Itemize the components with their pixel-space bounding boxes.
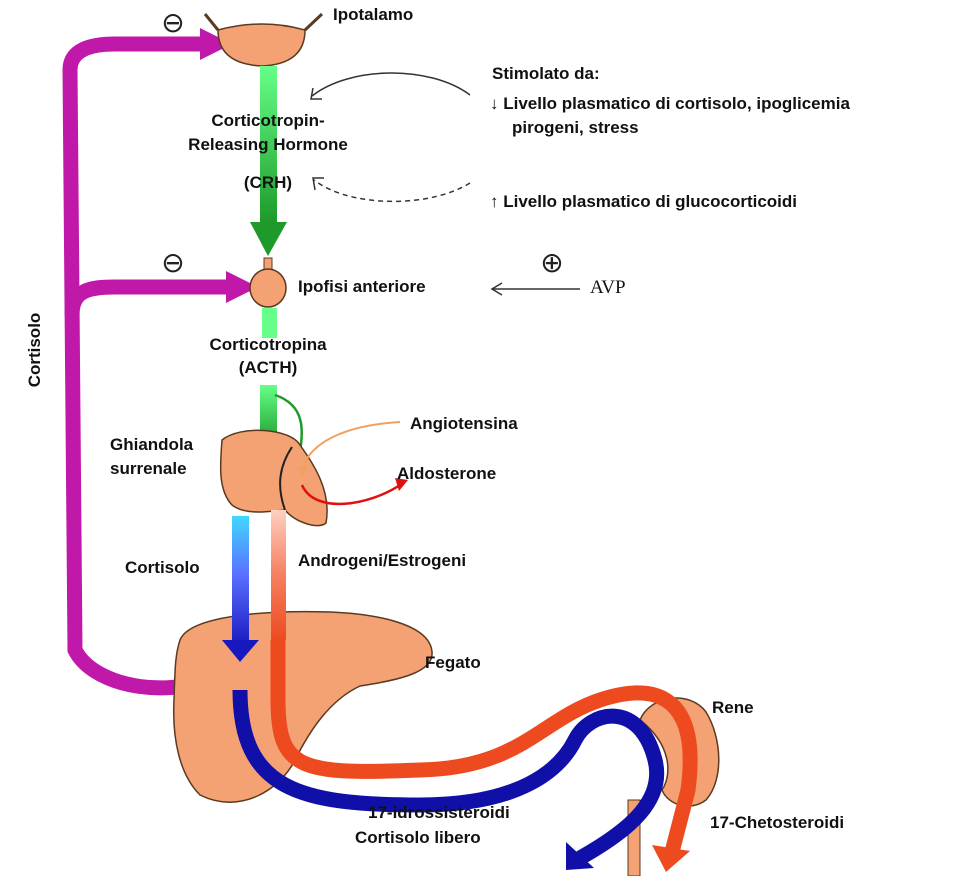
- pituitary-organ: [250, 258, 286, 307]
- ketosteroids-label: 17-Chetosteroidi: [710, 812, 844, 833]
- aldosterone-label: Aldosterone: [397, 463, 496, 484]
- adrenal-label-line-1: Ghiandola: [110, 434, 193, 455]
- stimulation-arc: [312, 73, 470, 96]
- glucocorticoid-inhibition-label: ↑ Livello plasmatico di glucocorticoidi: [490, 191, 797, 212]
- hypothalamus-label: Ipotalamo: [333, 4, 413, 25]
- pituitary-label: Ipofisi anteriore: [298, 276, 426, 297]
- crh-name-line-1: Corticotropin-: [113, 110, 423, 131]
- crh-abbreviation: (CRH): [113, 172, 423, 193]
- liver-label: Fegato: [425, 652, 481, 673]
- kidney-label: Rene: [712, 697, 754, 718]
- adrenal-label-line-2: surrenale: [110, 458, 187, 479]
- crh-arrow: [250, 66, 287, 256]
- angiotensin-label: Angiotensina: [410, 413, 518, 434]
- hydroxysteroids-label: 17-idrossisteroidi: [368, 802, 510, 823]
- crh-name-line-2: Releasing Hormone: [113, 134, 423, 155]
- androgens-estrogens-label: Androgeni/Estrogeni: [298, 550, 466, 571]
- stimulus-line-1: ↓ Livello plasmatico di cortisolo, ipogl…: [490, 93, 850, 114]
- stimulated-by-title: Stimolato da:: [492, 63, 600, 84]
- plus-symbol-avp: ⊕: [540, 246, 563, 279]
- acth-name-label: Corticotropina: [143, 334, 393, 355]
- avp-label: AVP: [590, 276, 626, 300]
- free-cortisol-label: Cortisolo libero: [355, 827, 481, 848]
- angiotensin-arrow: [302, 422, 400, 470]
- cortisol-feedback-label: Cortisolo: [25, 313, 45, 388]
- minus-symbol-hypothalamus: ⊖: [161, 6, 184, 39]
- acth-abbreviation: (ACTH): [143, 357, 393, 378]
- stimulus-line-2: pirogeni, stress: [512, 117, 639, 138]
- minus-symbol-pituitary: ⊖: [161, 246, 184, 279]
- cortisol-flow-label: Cortisolo: [125, 557, 200, 578]
- hypothalamus-organ: [205, 14, 322, 66]
